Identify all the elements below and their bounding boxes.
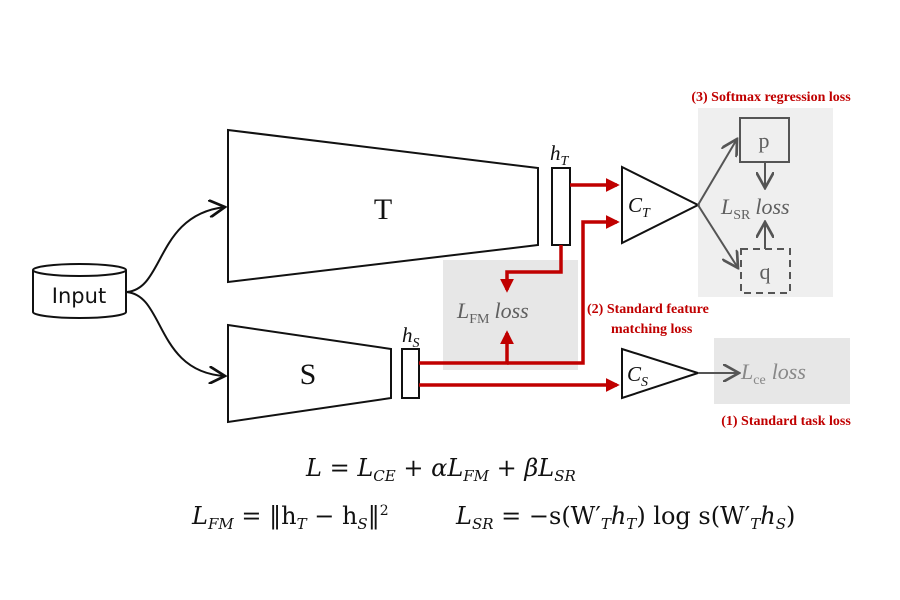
eq-coefficient: β [524,454,539,482]
eq-expression: ‖ [367,502,380,530]
eq-expression: = ‖h [241,502,297,530]
eq-subscript: S [357,515,368,533]
eq-expression: − h [306,502,358,530]
eq-expression: ) [785,502,796,530]
eq-expression: ) log s(W′ [636,502,751,530]
eq-term: h [760,502,776,530]
fm-caption-line2: matching loss [611,322,693,337]
sr-caption: (3) Softmax regression loss [691,90,851,105]
eq-subscript: FM [463,467,490,485]
eq-operator: + [403,454,424,482]
input-cylinder [32,263,127,319]
eq-expression: = −s(W′ [501,502,601,530]
classifier-to-q-arrow [697,204,738,268]
student-feature-label: hS [402,323,420,351]
eq-term: L [357,454,374,482]
input-to-student-arrow [125,291,225,376]
eq-subscript: S [775,515,786,533]
fm-loss-equation: LFM = ‖hT − hS‖2 [192,502,389,533]
p-label: p [759,128,770,153]
eq-term: L [306,454,322,482]
teacher-feature-label: hT [550,141,570,169]
eq-subscript: T [750,515,761,533]
q-label: q [760,259,771,284]
student-feature-box [401,348,420,399]
student-feature-to-teacher-classifier-arrow [507,215,620,365]
eq-exponent: 2 [379,503,389,519]
eq-coefficient: α [431,454,448,482]
student-classifier [621,347,702,400]
eq-term: L [538,454,555,482]
sr-loss-equation: LSR = −s(W′ThT) log s(W′ThS) [456,502,795,533]
eq-term: L [447,454,464,482]
eq-operator: + [496,454,517,482]
eq-term: L [456,502,472,530]
eq-subscript: T [600,515,611,533]
eq-subscript: SR [554,467,576,485]
student-classifier-label: CS [627,362,648,390]
eq-operator: = [329,454,350,482]
total-loss-equation: L = LCE + αLFM + βLSR [306,454,576,485]
eq-subscript: T [296,515,307,533]
student-label: S [300,358,317,391]
input-label: Input [52,284,106,308]
teacher-classifier-label: CT [628,193,651,221]
sr-loss-box [698,108,833,297]
teacher-feature-to-fm-arrow [500,245,563,293]
eq-term: L [192,502,208,530]
teacher-network [227,128,539,284]
eq-term: h [610,502,627,530]
input-to-teacher-arrow [125,207,225,293]
teacher-label: T [374,193,392,226]
classifier-to-p-arrow [697,139,737,206]
fm-loss-box [443,260,578,370]
teacher-classifier [621,165,701,245]
eq-subscript: FM [207,515,234,533]
eq-subscript: CE [373,467,396,485]
eq-subscript: SR [471,515,494,533]
eq-subscript: T [626,515,637,533]
student-network [227,323,392,424]
ce-caption: (1) Standard task loss [721,414,851,429]
teacher-feature-box [551,167,571,246]
fm-caption-line1: (2) Standard feature [587,302,709,317]
